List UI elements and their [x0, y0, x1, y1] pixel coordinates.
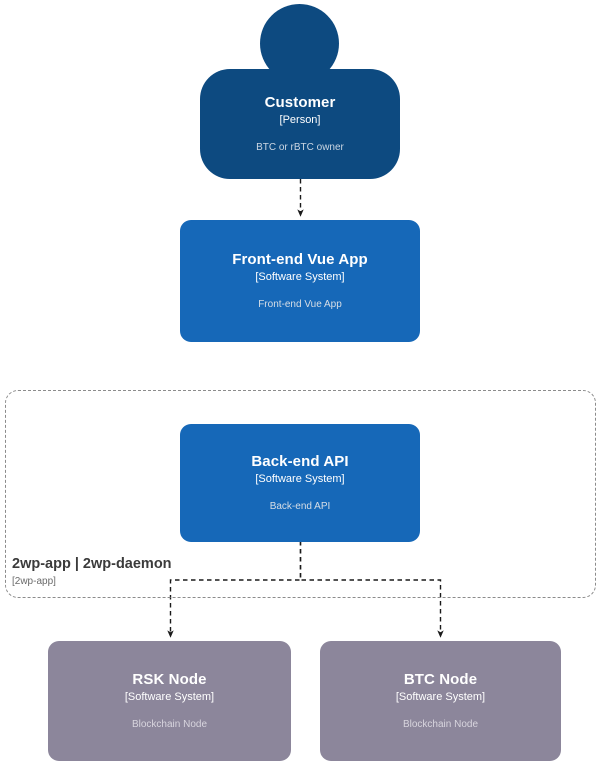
frontend-type: [Software System]: [255, 271, 345, 284]
system-boundary-2wp-app: [5, 390, 596, 598]
boundary-type: [2wp-app]: [12, 576, 56, 588]
backend-type: [Software System]: [255, 473, 345, 486]
element-backend-api[interactable]: Back-end API [Software System] Back-end …: [180, 424, 420, 542]
element-btc-node[interactable]: BTC Node [Software System] Blockchain No…: [320, 641, 561, 761]
customer-title: Customer: [264, 93, 336, 111]
btc-node-type: [Software System]: [395, 691, 486, 704]
frontend-title: Front-end Vue App: [232, 250, 368, 268]
rsk-node-type: [Software System]: [124, 691, 215, 704]
rsk-node-title: RSK Node: [132, 670, 207, 688]
customer-type: [Person]: [279, 114, 321, 127]
system-boundary-label: 2wp-app | 2wp-daemon [2wp-app]: [12, 556, 342, 588]
rsk-node-description: Blockchain Node: [131, 718, 208, 730]
backend-description: Back-end API: [269, 500, 331, 512]
boundary-name: 2wp-app | 2wp-daemon: [12, 556, 172, 572]
backend-title: Back-end API: [251, 452, 349, 470]
element-customer[interactable]: Customer [Person] BTC or rBTC owner: [200, 69, 400, 179]
btc-node-description: Blockchain Node: [402, 718, 479, 730]
element-frontend-vue-app[interactable]: Front-end Vue App [Software System] Fron…: [180, 220, 420, 342]
customer-description: BTC or rBTC owner: [256, 141, 344, 153]
frontend-description: Front-end Vue App: [258, 298, 342, 310]
element-rsk-node[interactable]: RSK Node [Software System] Blockchain No…: [48, 641, 291, 761]
btc-node-title: BTC Node: [403, 670, 478, 688]
